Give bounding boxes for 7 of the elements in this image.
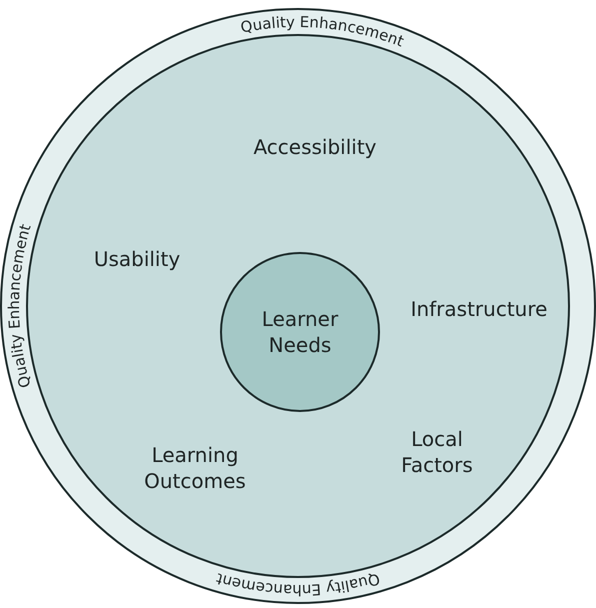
circle-label: Local Factors <box>400 426 474 478</box>
circle-label: Accessibility <box>252 134 378 160</box>
circle-label: Usability <box>92 246 182 272</box>
circle-label: Learner Needs <box>260 306 340 358</box>
curved-label: Quality Enhancement <box>214 569 382 600</box>
circle-label: Infrastructure <box>410 296 548 322</box>
circle-label: Learning Outcomes <box>143 442 247 494</box>
